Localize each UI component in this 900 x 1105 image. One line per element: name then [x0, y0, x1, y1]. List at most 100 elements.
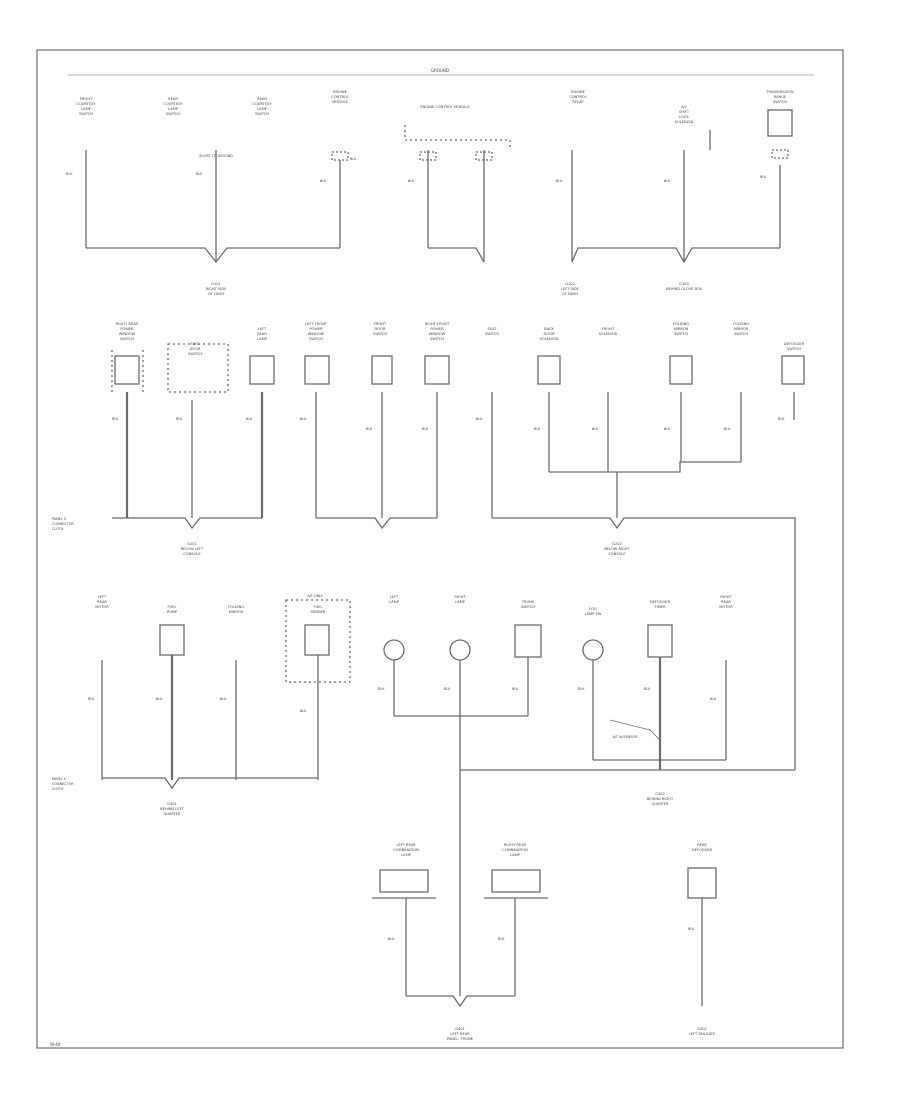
- wire-color-c20: BLK: [778, 417, 785, 421]
- component-label-c5: ENGINE CONTROL MODULE: [420, 105, 470, 109]
- diagram-frame: [36, 49, 844, 1049]
- note-panel-left-2: CONNECTOR: [52, 782, 74, 786]
- wire-color-c25: BLK: [378, 687, 385, 691]
- ground-label-g9: QUARTER: [651, 802, 669, 806]
- component-label-c23: MIRROR: [229, 610, 244, 614]
- ground-label-g7: BELOW RIGHT: [604, 547, 630, 551]
- ground-label-g8: G301: [167, 802, 177, 806]
- component-label-c32: LAMP: [510, 853, 521, 857]
- component-label-c4: CONTROL: [331, 95, 349, 99]
- component-label-c28: FOG: [589, 607, 597, 611]
- ground-label-g3: G102: [565, 282, 575, 286]
- ground-label-g10: G401: [455, 1027, 465, 1031]
- wire-color-c23: BLK: [220, 697, 227, 701]
- note-panel-left-2: PANEL S: [52, 777, 66, 781]
- wire-color-c30: BLK: [710, 697, 717, 701]
- component-label-c9: SWITCH: [120, 337, 134, 341]
- wire-color-c1: BLK: [66, 172, 73, 176]
- component-label-c14: SWITCH: [430, 337, 444, 341]
- component-label-c25: LEFT: [390, 595, 399, 599]
- component-label-c11: LAMP: [257, 337, 268, 341]
- component-label-c18: SWITCH: [674, 332, 688, 336]
- wire-color-c19: BLK: [724, 427, 731, 431]
- component-label-c1: FRONT: [80, 97, 93, 101]
- wire-color-c7: BLK: [664, 179, 671, 183]
- component-label-c14: RIGHT FRONT: [425, 322, 450, 326]
- component-label-c14: WINDOW: [429, 332, 446, 336]
- component-label-c26: LAMP: [455, 600, 466, 604]
- component-label-c9: POWER: [120, 327, 134, 331]
- component-label-c8: SWITCH: [773, 100, 787, 104]
- ground-label-g3: OF DASH: [562, 292, 578, 296]
- wire-color-c31: BLK: [388, 937, 395, 941]
- ground-label-g9: G302: [655, 792, 665, 796]
- wire-color-c18: BLK: [664, 427, 671, 431]
- wire-color-c15: BLK: [476, 417, 483, 421]
- wire-color-c17: BLK: [592, 427, 599, 431]
- component-label-c18: FOLDING: [673, 322, 689, 326]
- component-label-c6: ENGINE: [571, 90, 585, 94]
- component-label-c9: RIGHT REAR: [116, 322, 139, 326]
- component-label-c28: LAMP SW: [585, 612, 602, 616]
- component-label-c12: POWER: [309, 327, 323, 331]
- component-label-c7: SHIFT: [679, 110, 690, 114]
- wire-color-c22: BLK: [156, 697, 163, 701]
- component-label-c2: SWITCH: [166, 112, 180, 116]
- wire-color-c10: BLK: [176, 417, 183, 421]
- component-label-c14: POWER: [430, 327, 444, 331]
- component-label-c12: WINDOW: [308, 332, 325, 336]
- ground-label-g7: G202: [612, 542, 622, 546]
- wire-color-c8: BLK: [760, 175, 767, 179]
- component-label-c32: COMBINATION: [502, 848, 528, 852]
- component-label-c7: LOCK: [679, 115, 689, 119]
- component-label-c22: FUEL: [168, 605, 177, 609]
- note-wire: A/T ONLY: [307, 594, 323, 598]
- wire-color-c29: BLK: [644, 687, 651, 691]
- component-label-c17: FRONT: [602, 327, 615, 331]
- ground-label-g3: LEFT SIDE: [561, 287, 580, 291]
- ground-label-g1: RIGHT SIDE: [206, 287, 227, 291]
- ground-label-g7: CONSOLE: [608, 552, 626, 556]
- note-at-w-sensor: A/T W/SENSOR: [612, 735, 638, 739]
- component-label-c10: DOOR: [190, 347, 201, 351]
- note-panel-left-2: CLOTH: [52, 787, 64, 791]
- component-label-c12: LEFT FRONT: [305, 322, 328, 326]
- component-label-c3: LAMP: [257, 107, 268, 111]
- component-label-c25: LAMP: [389, 600, 400, 604]
- component-label-c13: SWITCH: [373, 332, 387, 336]
- note-panel-left-1: CLOTH: [52, 527, 64, 531]
- component-label-c2: LAMP: [168, 107, 179, 111]
- component-label-c33: DEFOGGER: [692, 848, 713, 852]
- component-label-c18: MIRROR: [674, 327, 689, 331]
- component-label-c21: REAR: [97, 600, 107, 604]
- component-label-c6: CONTROL: [569, 95, 587, 99]
- component-label-c3: SWITCH: [255, 112, 269, 116]
- component-label-c10: FUEL: [191, 342, 200, 346]
- component-label-c3: REAR: [257, 97, 267, 101]
- component-label-c17: SOLENOID: [599, 332, 618, 336]
- wire-color-c6: BLK: [556, 179, 563, 183]
- component-label-c29: TIMER: [653, 605, 666, 609]
- ground-label-g5: BELOW LEFT: [181, 547, 204, 551]
- footer-code: W-40: [50, 1042, 61, 1047]
- wire-color-c9: BLK: [112, 417, 119, 421]
- ground-label-g5: G201: [187, 542, 197, 546]
- component-label-c26: RIGHT: [454, 595, 466, 599]
- component-label-c13: FRONT: [374, 322, 387, 326]
- component-label-c24: FUEL: [314, 605, 323, 609]
- component-label-c24: SENDER: [311, 610, 326, 614]
- ground-label-g4: BEHIND GLOVE BOX: [666, 287, 702, 291]
- wire-color-c21: BLK: [88, 697, 95, 701]
- component-label-c31: COMBINATION: [393, 848, 419, 852]
- component-label-c6: RELAY: [572, 100, 584, 104]
- component-label-c16: BACK: [544, 327, 554, 331]
- component-label-c12: SWITCH: [309, 337, 323, 341]
- component-label-c4: MODULE: [332, 100, 348, 104]
- component-label-c20: DEFOGGER: [784, 342, 805, 346]
- component-label-c22: PUMP: [167, 610, 178, 614]
- component-label-c7: SOLENOID: [675, 120, 694, 124]
- ground-label-g1: G101: [211, 282, 221, 286]
- wire-color-c3: BLK: [320, 179, 327, 183]
- wire-color-c13: BLK: [366, 427, 373, 431]
- component-label-c21: LEFT: [98, 595, 107, 599]
